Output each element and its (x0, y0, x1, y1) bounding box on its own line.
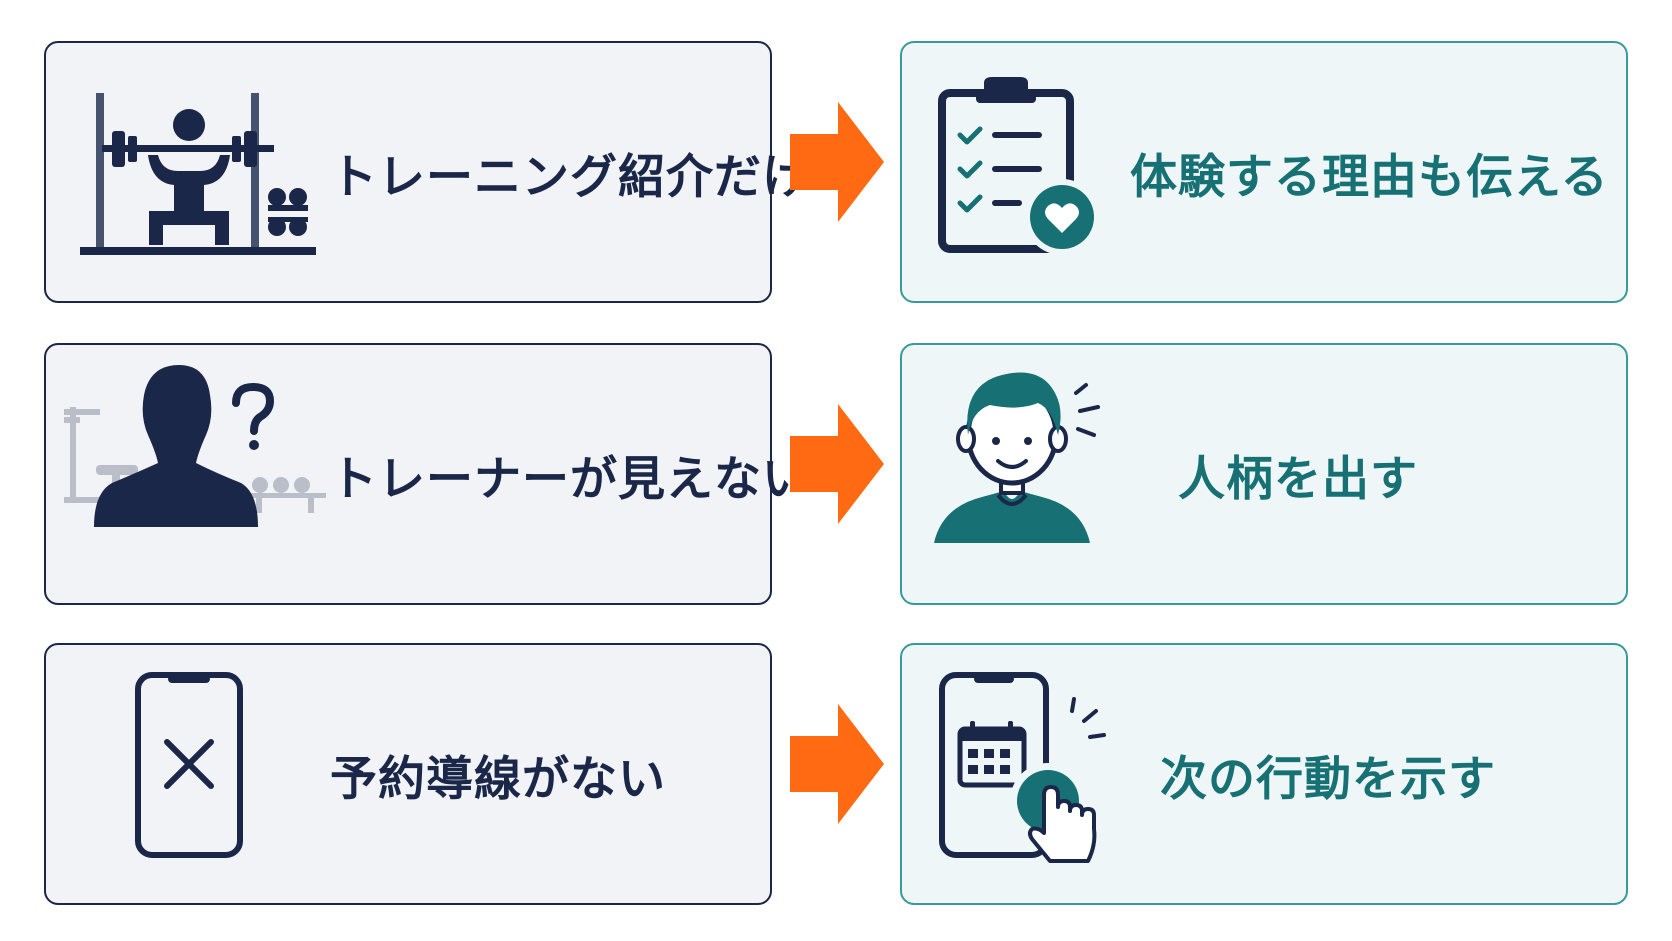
smiling-person-icon (934, 372, 1100, 543)
solution-card-experience-reason: 体験する理由も伝える (900, 41, 1628, 303)
clipboard-checklist-heart-icon (938, 77, 1100, 255)
smartphone-x-icon (135, 672, 243, 858)
arrow-right-icon (790, 404, 884, 524)
arrow-right-icon (790, 102, 884, 222)
problem-label: トレーナーが見えない (330, 451, 810, 507)
problem-card-training-only: トレーニング紹介だけ (44, 41, 809, 303)
problem-label: トレーニング紹介だけ (330, 149, 810, 205)
solution-label: 体験する理由も伝える (1130, 149, 1609, 205)
problem-card-trainer-invisible: トレーナーが見えない (44, 343, 809, 605)
solution-card-personality: 人柄を出す (900, 343, 1628, 605)
smartphone-calendar-tap-icon (939, 672, 1106, 863)
solution-card-next-action: 次の行動を示す (900, 643, 1628, 905)
problem-card-no-booking-path: 予約導線がない (44, 643, 772, 905)
person-silhouette-question-icon (64, 365, 326, 527)
weightlifting-squat-icon (80, 93, 316, 255)
solution-label: 人柄を出す (1178, 451, 1418, 507)
problem-label: 予約導線がない (330, 751, 666, 807)
arrow-right-icon (790, 704, 884, 824)
solution-label: 次の行動を示す (1160, 751, 1496, 807)
